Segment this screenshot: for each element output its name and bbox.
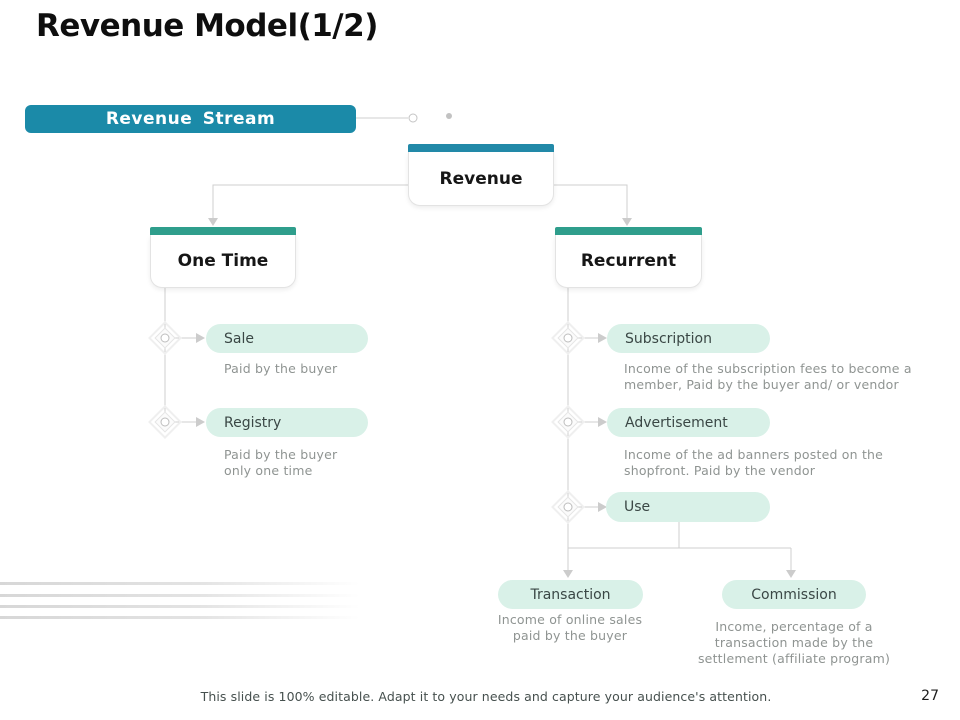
desc-commission: Income, percentage of a transaction made… [697,619,891,666]
pill-commission-label: Commission [751,586,837,603]
node-recurrent-topbar [555,227,702,235]
pill-commission: Commission [722,580,866,609]
node-one-time: One Time [150,227,296,288]
node-recurrent: Recurrent [555,227,702,288]
decorative-line [0,582,360,585]
pill-advertisement: Advertisement [607,408,770,437]
pill-transaction-label: Transaction [530,586,611,603]
node-revenue: Revenue [408,144,554,206]
footer-note: This slide is 100% editable. Adapt it to… [200,689,772,704]
desc-transaction: Income of online sales paid by the buyer [497,612,643,643]
pill-transaction: Transaction [498,580,643,609]
pill-use-label: Use [624,499,651,515]
pill-subscription: Subscription [607,324,770,353]
pill-advertisement-label: Advertisement [625,414,728,431]
node-recurrent-label: Recurrent [580,251,677,271]
revenue-stream-label: Revenue Stream [105,109,276,129]
connector-circle [408,113,418,123]
desc-registry: Paid by the buyer only one time [224,447,338,478]
desc-sale: Paid by the buyer [224,361,338,376]
pill-subscription-label: Subscription [625,330,712,347]
pill-registry: Registry [206,408,368,437]
pill-sale-label: Sale [224,330,254,347]
revenue-stream-banner: Revenue Stream [25,105,356,133]
desc-subscription: Income of the subscription fees to becom… [624,361,912,392]
decorative-line [0,605,360,608]
page-number: 27 [921,688,939,704]
desc-advertisement: Income of the ad banners posted on the s… [624,447,884,478]
node-revenue-label: Revenue [439,168,523,189]
pill-sale: Sale [206,324,368,353]
connector-dot [446,113,452,119]
node-revenue-topbar [408,144,554,152]
node-one-time-topbar [150,227,296,235]
node-one-time-label: One Time [177,251,269,271]
pill-registry-label: Registry [224,414,282,431]
decorative-line [0,594,360,597]
decorative-line [0,616,360,619]
page-title: Revenue Model(1/2) [36,8,378,44]
pill-use: Use [606,492,770,522]
